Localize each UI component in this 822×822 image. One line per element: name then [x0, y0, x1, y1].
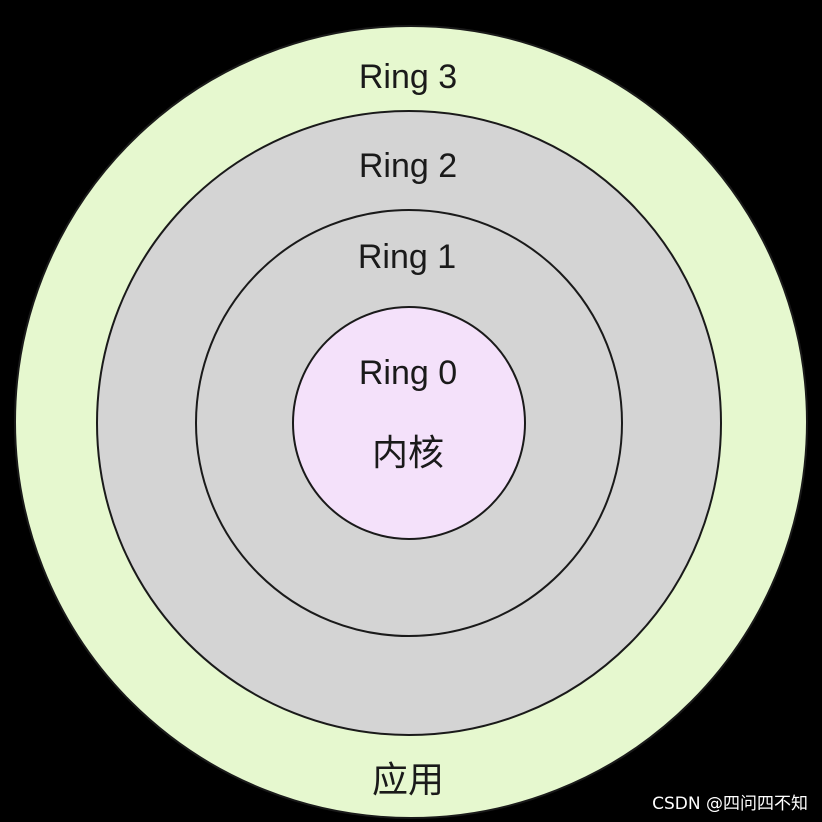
ring-0-sublabel: 内核 [372, 433, 444, 474]
ring-0-circle [292, 306, 526, 540]
ring-0-label: Ring 0 [359, 354, 457, 392]
ring-3-label: Ring 3 [359, 58, 457, 96]
ring-1-label: Ring 1 [358, 238, 456, 276]
csdn-watermark: CSDN @四问四不知 [652, 794, 808, 814]
ring-2-label: Ring 2 [359, 147, 457, 185]
ring-3-sublabel: 应用 [372, 760, 444, 801]
